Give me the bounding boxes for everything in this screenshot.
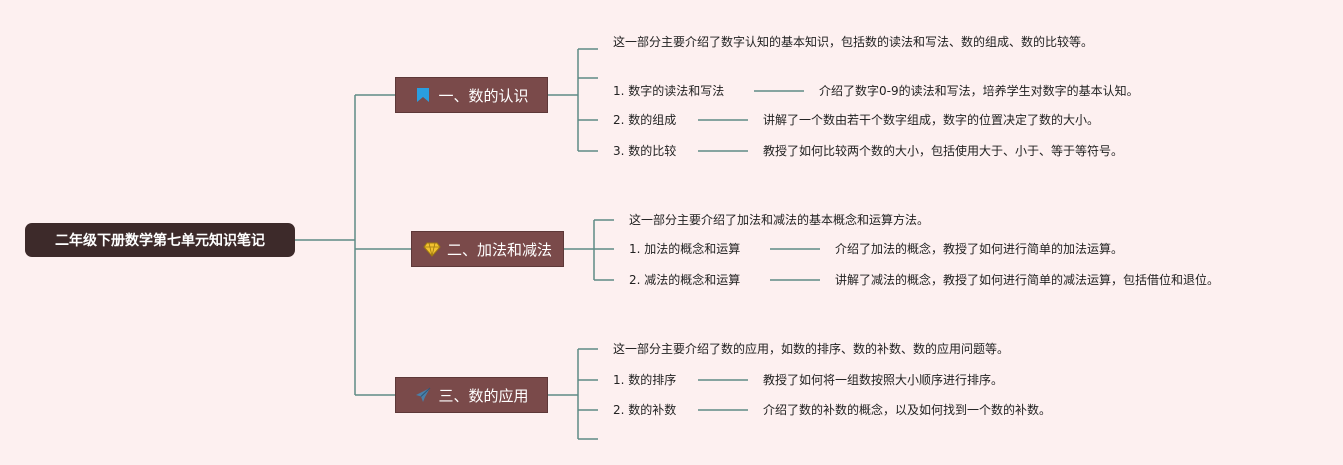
bookmark-icon xyxy=(414,86,432,104)
branch-node-2[interactable]: 二、加法和减法 xyxy=(411,231,564,267)
branch-3-summary: 这一部分主要介绍了数的应用，如数的排序、数的补数、数的应用问题等。 xyxy=(613,342,1010,356)
branch-label-2: 二、加法和减法 xyxy=(446,240,552,259)
branch-3-item-2-title: 2. 数的补数 xyxy=(613,403,677,417)
branch-1-item-2-detail: 讲解了一个数由若干个数字组成，数字的位置决定了数的大小。 xyxy=(763,113,1100,127)
branch-1-item-1-title: 1. 数字的读法和写法 xyxy=(613,84,725,98)
diamond-icon xyxy=(423,240,441,258)
branch-1-item-2-title: 2. 数的组成 xyxy=(613,113,677,127)
branch-1-item-1-detail: 介绍了数字0-9的读法和写法，培养学生对数字的基本认知。 xyxy=(819,84,1139,98)
branch-1-summary: 这一部分主要介绍了数字认知的基本知识，包括数的读法和写法、数的组成、数的比较等。 xyxy=(613,35,1094,49)
branch-3-item-1-detail: 教授了如何将一组数按照大小顺序进行排序。 xyxy=(763,373,1004,387)
branch-2-item-1-title: 1. 加法的概念和运算 xyxy=(629,242,741,256)
root-node[interactable]: 二年级下册数学第七单元知识笔记 xyxy=(25,223,295,257)
root-title: 二年级下册数学第七单元知识笔记 xyxy=(55,233,265,249)
branch-2-item-2-detail: 讲解了减法的概念，教授了如何进行简单的减法运算，包括借位和退位。 xyxy=(835,273,1220,287)
branch-2-summary: 这一部分主要介绍了加法和减法的基本概念和运算方法。 xyxy=(629,213,930,227)
branch-3-item-2-detail: 介绍了数的补数的概念，以及如何找到一个数的补数。 xyxy=(763,403,1052,417)
branch-label-1: 一、数的认识 xyxy=(438,86,529,105)
branch-1-item-3-detail: 教授了如何比较两个数的大小，包括使用大于、小于、等于等符号。 xyxy=(763,144,1124,158)
branch-node-1[interactable]: 一、数的认识 xyxy=(395,77,548,113)
branch-label-3: 三、数的应用 xyxy=(438,386,529,405)
paper-plane-icon xyxy=(414,386,432,404)
branch-node-3[interactable]: 三、数的应用 xyxy=(395,377,548,413)
branch-2-item-2-title: 2. 减法的概念和运算 xyxy=(629,273,741,287)
branch-3-item-1-title: 1. 数的排序 xyxy=(613,373,677,387)
branch-2-item-1-detail: 介绍了加法的概念，教授了如何进行简单的加法运算。 xyxy=(835,242,1124,256)
branch-1-item-3-title: 3. 数的比较 xyxy=(613,144,677,158)
